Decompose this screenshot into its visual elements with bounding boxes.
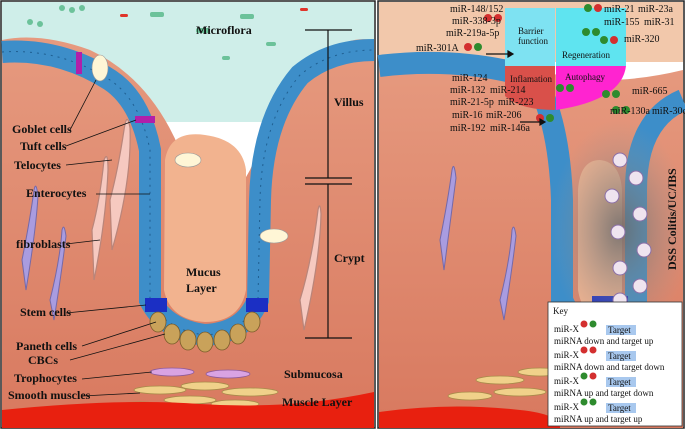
- right-panel: Barrier function Regeneration Inflamatio…: [377, 0, 685, 429]
- goblet-cell-2: [259, 228, 289, 244]
- right-telocytes: [439, 165, 517, 321]
- mirna-regen-1: miR-21: [604, 4, 635, 15]
- label-microflora: Microflora: [196, 23, 252, 37]
- mirna-inflam-9: miR-146a: [490, 123, 531, 134]
- mirna-301a: miR-301A: [416, 43, 460, 54]
- mirna-barrier-2: miR-338-3p: [452, 16, 501, 27]
- label-function: function: [518, 36, 548, 46]
- key-row-1: miR-X Target miRNA down and target up: [554, 320, 654, 346]
- telocytes: [91, 118, 322, 331]
- immune-cells: [604, 152, 652, 308]
- label-fibroblasts: fibroblasts: [16, 237, 71, 251]
- measure-bars: [305, 29, 352, 339]
- barrier-function-box: [505, 8, 555, 66]
- key-row-2: miR-X Target miRNA down and target down: [554, 346, 665, 372]
- left-panel: Microflora Goblet cells Tuft cells Teloc…: [0, 0, 376, 429]
- right-muscle-layer: [379, 406, 560, 428]
- arrows: [486, 49, 547, 127]
- mirna-barrier-3: miR-219a-5p: [446, 28, 499, 39]
- key-row-3: miR-X Target miRNA up and target down: [554, 372, 654, 398]
- mirna-regen-2: miR-23a: [638, 4, 674, 15]
- paneth-cells: [149, 311, 261, 353]
- label-goblet-cells: Goblet cells: [12, 122, 72, 136]
- label-disease: DSS Colitis/UC/IBS: [665, 168, 679, 270]
- label-telocytes: Telocytes: [14, 158, 61, 172]
- tuft-cell: [135, 116, 155, 123]
- label-cbcs: CBCs: [28, 353, 58, 367]
- trophocytes: [149, 367, 251, 379]
- label-inflamation: Inflamation: [510, 74, 552, 84]
- autophagy-box: [556, 66, 626, 110]
- mirna-inflam-5: miR-223: [498, 97, 534, 108]
- mirna-inflam-8: miR-192: [450, 123, 486, 134]
- key-target-4: Target: [608, 403, 631, 413]
- fibroblasts: [21, 185, 67, 321]
- stem-cell-band: [145, 298, 167, 312]
- key-desc-1: miRNA down and target up: [554, 336, 654, 346]
- label-regeneration: Regeneration: [562, 50, 610, 60]
- label-muscle-layer: Muscle Layer: [282, 395, 353, 409]
- label-mucus: Mucus: [186, 265, 221, 279]
- mirna-inflam-3: miR-214: [490, 85, 526, 96]
- key-mirx-3: miR-X: [554, 376, 580, 386]
- label-submucosa: Submucosa: [284, 367, 343, 381]
- key-desc-4: miRNA up and target up: [554, 414, 643, 424]
- stem-cell-band-right: [246, 298, 268, 312]
- key-desc-2: miRNA down and target down: [554, 362, 665, 372]
- key-mirx-2: miR-X: [554, 350, 580, 360]
- tuft-cell-top: [76, 52, 82, 74]
- right-smooth-muscle: [447, 367, 563, 401]
- label-enterocytes: Enterocytes: [26, 186, 87, 200]
- mirna-regen-5: miR-320: [624, 34, 660, 45]
- bacteria: [27, 5, 308, 60]
- mirna-regen-4: miR-31: [644, 17, 675, 28]
- key-desc-3: miRNA up and target down: [554, 388, 654, 398]
- key-target-1: Target: [608, 325, 631, 335]
- mirna-regen-3: miR-155: [604, 17, 640, 28]
- label-villus: Villus: [334, 95, 364, 109]
- mirna-inflam-1: miR-124: [452, 73, 488, 84]
- label-layer: Layer: [186, 281, 217, 295]
- mirna-inflam-7: miR-206: [486, 110, 522, 121]
- label-paneth-cells: Paneth cells: [16, 339, 77, 353]
- label-autophagy: Autophagy: [565, 72, 605, 82]
- goblet-cell-3: [174, 152, 202, 168]
- key-target-3: Target: [608, 377, 631, 387]
- label-trophocytes: Trophocytes: [14, 371, 77, 385]
- leader-lines: [65, 79, 166, 397]
- goblet-cell: [91, 54, 109, 82]
- key-target-2: Target: [608, 351, 631, 361]
- label-smooth-muscles: Smooth muscles: [8, 388, 91, 402]
- label-tuft-cells: Tuft cells: [20, 139, 67, 153]
- mirna-inflam-6: miR-16: [452, 110, 483, 121]
- mirna-130a: miR-130a: [610, 106, 651, 117]
- mirna-inflam-2: miR-132: [450, 85, 486, 96]
- mirna-665: miR-665: [632, 86, 668, 97]
- label-stem-cells: Stem cells: [20, 305, 71, 319]
- mirna-30c: miR-30c: [652, 106, 685, 117]
- key-row-4: miR-X Target miRNA up and target up: [554, 398, 643, 424]
- key-mirx-1: miR-X: [554, 324, 580, 334]
- key-mirx-4: miR-X: [554, 402, 580, 412]
- crypt-lumen: [164, 134, 246, 322]
- label-crypt: Crypt: [334, 251, 365, 265]
- label-barrier: Barrier: [518, 26, 543, 36]
- inflamation-box: [505, 66, 555, 110]
- mirna-barrier-1: miR-148/152: [450, 4, 503, 15]
- regulation-indicators: [464, 4, 630, 122]
- key-title: Key: [553, 306, 568, 316]
- mirna-inflam-4: miR-21-5p: [450, 97, 494, 108]
- muscle-layer: [2, 392, 374, 428]
